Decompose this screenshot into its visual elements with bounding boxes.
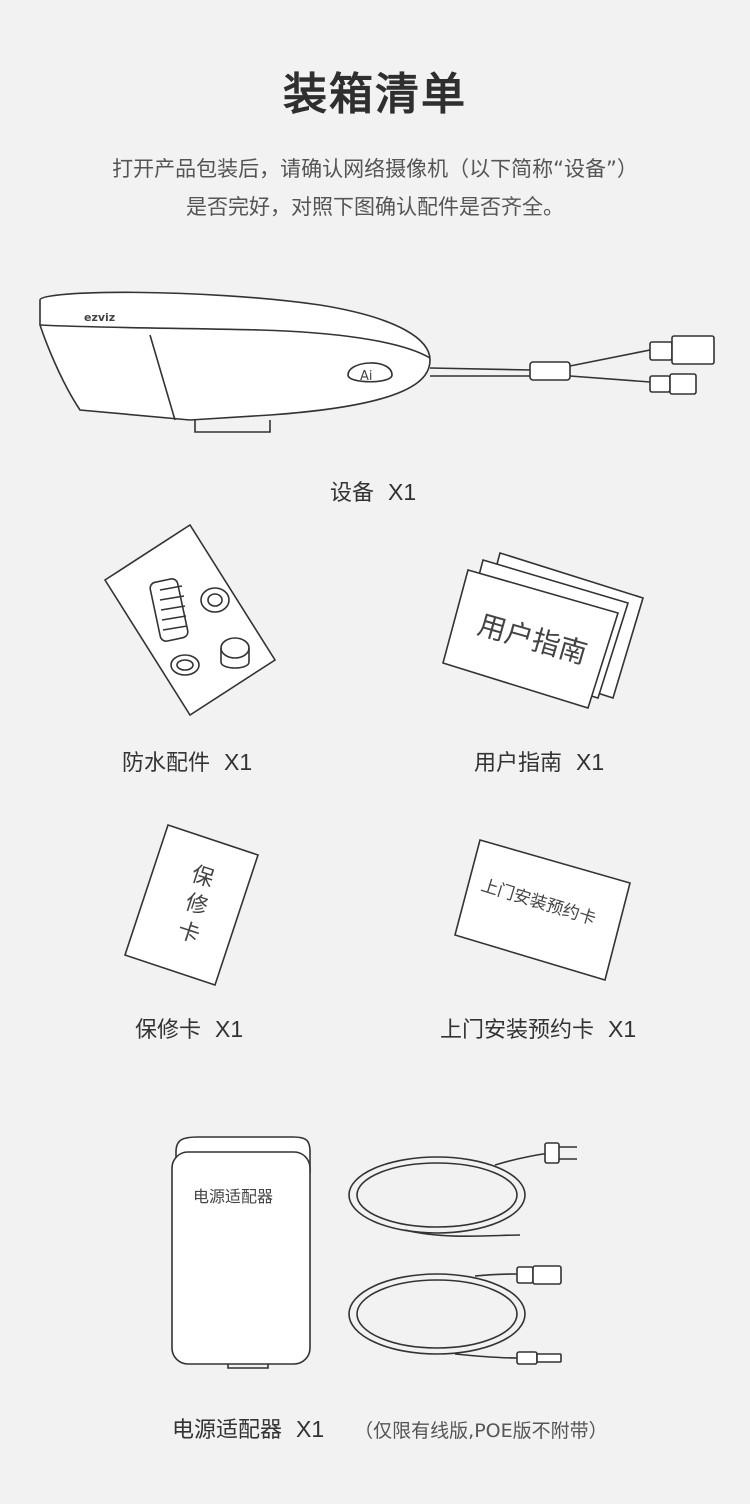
caption-appointment: 上门安装预约卡 X1: [440, 1012, 636, 1044]
intro-line-2: 是否完好，对照下图确认配件是否齐全。: [186, 195, 564, 219]
caption-adapter-note: （仅限有线版,POE版不附带）: [354, 1420, 608, 1442]
caption-appointment-name: 上门安装预约卡: [440, 1018, 595, 1043]
device-camera-illustration: ezviz Ai: [39, 291, 715, 433]
caption-guide-name: 用户指南: [474, 751, 563, 776]
caption-adapter: 电源适配器 X1 （仅限有线版,POE版不附带）: [172, 1412, 608, 1444]
caption-adapter-name: 电源适配器: [172, 1418, 283, 1443]
caption-waterproof-qty: X1: [224, 749, 253, 775]
caption-warranty-name: 保修卡: [135, 1018, 202, 1043]
caption-guide-qty: X1: [576, 749, 605, 775]
caption-adapter-qty: X1: [296, 1416, 325, 1442]
power-cable-illustration: [348, 1142, 577, 1238]
ai-badge: Ai: [347, 362, 393, 384]
user-guide-illustration: 用户指南: [442, 551, 644, 709]
intro-text: 打开产品包装后，请确认网络摄像机（以下简称“设备”） 是否完好，对照下图确认配件…: [0, 150, 750, 226]
intro-line-1: 打开产品包装后，请确认网络摄像机（以下简称“设备”）: [112, 157, 638, 181]
adapter-label-text: 电源适配器: [193, 1187, 273, 1206]
caption-device: 设备 X1: [330, 475, 416, 507]
waterproof-accessories-illustration: [103, 523, 277, 717]
caption-warranty: 保修卡 X1: [135, 1012, 243, 1044]
caption-device-qty: X1: [388, 479, 417, 505]
appointment-card-illustration: 上门安装预约卡: [454, 839, 631, 982]
dc-cable-illustration: [348, 1265, 562, 1365]
caption-waterproof: 防水配件 X1: [122, 745, 252, 777]
caption-warranty-qty: X1: [215, 1016, 244, 1042]
power-adapter-illustration: 电源适配器: [171, 1136, 311, 1369]
ai-badge-text: Ai: [360, 369, 373, 384]
caption-guide: 用户指南 X1: [474, 745, 604, 777]
caption-appointment-qty: X1: [608, 1016, 637, 1042]
warranty-card-illustration: 保 修 卡: [123, 823, 260, 987]
ezviz-logo: ezviz: [84, 311, 115, 324]
caption-device-name: 设备: [330, 481, 375, 506]
brand-text: ezviz: [84, 311, 115, 324]
page-title: 装箱清单: [283, 69, 467, 120]
caption-waterproof-name: 防水配件: [122, 751, 211, 776]
